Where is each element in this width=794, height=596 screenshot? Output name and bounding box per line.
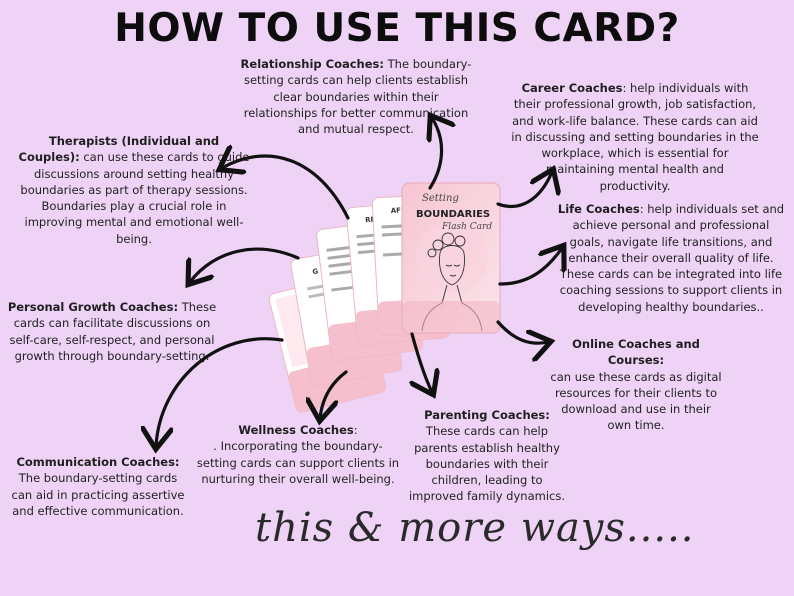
card-back-3-label: G: [312, 267, 319, 276]
online-coaches-heading: Online Coaches and Courses:: [572, 337, 700, 368]
arrow-to-online: [496, 320, 548, 343]
card-script-top: Setting: [422, 193, 459, 204]
card-main-title: BOUNDARIES: [416, 209, 490, 220]
career-coaches-heading: Career Coaches: [521, 81, 623, 95]
page-title: HOW TO USE THIS CARD?: [114, 6, 680, 51]
life-coaches-block: Life Coaches: help individuals set and a…: [556, 201, 786, 315]
parenting-coaches-text: These cards can help parents establish h…: [408, 424, 565, 504]
communication-coaches-block: Communication Coaches: The boundary-setti…: [10, 454, 186, 519]
personal-growth-heading: Personal Growth Coaches:: [7, 300, 179, 314]
career-coaches-block: Career Coaches: help individuals with th…: [510, 80, 760, 194]
parenting-coaches-block: Parenting Coaches: These cards can help p…: [404, 407, 570, 505]
relationship-coaches-heading: Relationship Coaches:: [240, 57, 384, 71]
arrow-to-wellness: [320, 370, 348, 418]
life-coaches-text: : help individuals set and achieve perso…: [559, 202, 785, 314]
communication-coaches-heading: Communication Coaches:: [16, 455, 180, 469]
arrow-to-parenting: [412, 332, 432, 392]
therapists-block: Therapists (Individual and Couples): can…: [18, 133, 250, 247]
parenting-coaches-heading: Parenting Coaches:: [424, 408, 550, 422]
card-script-bottom: Flash Card: [441, 222, 492, 232]
career-coaches-text: : help individuals with their profession…: [511, 81, 759, 193]
arrow-to-relationship: [430, 118, 442, 190]
relationship-coaches-block: Relationship Coaches: The boundary-setti…: [236, 56, 476, 137]
online-coaches-block: Online Coaches and Courses:can use these…: [548, 336, 724, 434]
personal-growth-text: These cards can facilitate discussions o…: [9, 300, 217, 363]
personal-growth-block: Personal Growth Coaches: These cards can…: [6, 299, 218, 364]
arrow-to-personal: [190, 247, 300, 282]
card-back-0-label: AFF: [390, 206, 406, 215]
life-coaches-heading: Life Coaches: [557, 202, 640, 216]
arrow-to-communication: [156, 337, 284, 446]
card-stack: In G REL AFF: [268, 182, 501, 413]
arrow-to-life: [498, 248, 562, 286]
therapists-heading: Therapists (Individual and Couples):: [18, 134, 220, 165]
arrow-to-career: [496, 172, 552, 209]
card-front-cover: Setting BOUNDARIES Flash Card: [401, 182, 501, 334]
wellness-coaches-text: . Incorporating the boundary-setting car…: [196, 439, 400, 486]
wellness-coaches-heading: Wellness Coaches: [238, 423, 354, 437]
wellness-coaches-block: Wellness Coaches:. Incorporating the bou…: [196, 423, 400, 486]
online-coaches-text: can use these cards as digital resources…: [550, 369, 722, 433]
footer-script: this & more ways.....: [255, 505, 695, 551]
arrow-to-therapists: [222, 156, 350, 220]
therapists-text: can use these cards to guide discussions…: [20, 150, 250, 246]
arrows: [156, 118, 562, 446]
communication-coaches-text: The boundary-setting cards can aid in pr…: [11, 471, 185, 518]
relationship-coaches-text: The boundary-setting cards can help clie…: [243, 57, 472, 137]
